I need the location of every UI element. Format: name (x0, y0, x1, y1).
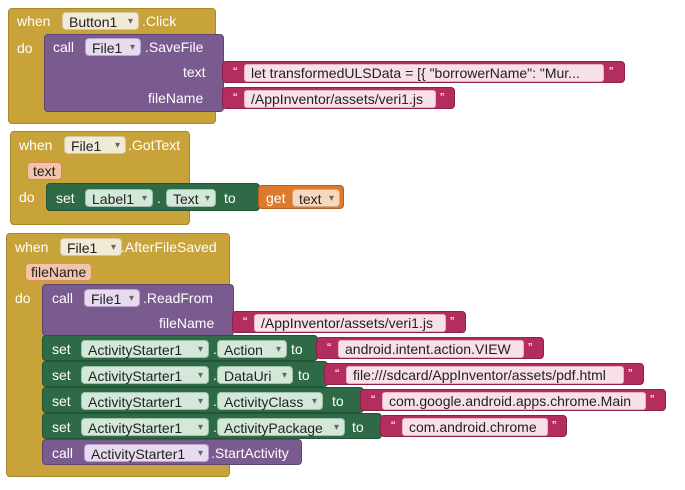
text-value-field[interactable]: android.intent.action.VIEW (338, 340, 524, 358)
get-keyword: get (266, 190, 286, 206)
dot: . (213, 341, 217, 357)
param-text[interactable]: text (27, 162, 62, 180)
text-block-savefile-filename[interactable]: “ /AppInventor/assets/veri1.js ” (222, 87, 455, 109)
text-block-datauri-value[interactable]: “ file:///sdcard/AppInventor/assets/pdf.… (324, 363, 644, 385)
text-block-activitypackage-value[interactable]: “ com.android.chrome ” (380, 415, 567, 437)
method-name: .SaveFile (145, 39, 204, 55)
call-keyword: call (53, 39, 75, 55)
do-keyword: do (15, 290, 31, 306)
set-block-activitystarter1-datauri[interactable]: set ActivityStarter1 . DataUri to (42, 361, 328, 387)
quote-open: “ (233, 64, 238, 79)
quote-open: “ (335, 366, 340, 381)
component-dropdown-button1[interactable]: Button1 (62, 12, 139, 31)
event-name: .Click (142, 13, 177, 29)
component-dropdown-activitystarter1[interactable]: ActivityStarter1 (81, 418, 209, 437)
set-block-activitystarter1-activityclass[interactable]: set ActivityStarter1 . ActivityClass to (42, 387, 364, 413)
call-block-file1-readfrom[interactable]: call File1 .ReadFrom fileName (42, 284, 234, 336)
method-name: .ReadFrom (143, 290, 214, 306)
text-value-field[interactable]: file:///sdcard/AppInventor/assets/pdf.ht… (346, 366, 624, 384)
text-value-field[interactable]: /AppInventor/assets/veri1.js (254, 314, 446, 332)
property-dropdown-activityclass[interactable]: ActivityClass (217, 392, 323, 411)
call-keyword: call (52, 290, 74, 306)
event-name: .GotText (128, 137, 181, 153)
arg-label-filename: fileName (159, 315, 215, 331)
property-dropdown-action[interactable]: Action (217, 340, 287, 359)
text-block-readfrom-filename[interactable]: “ /AppInventor/assets/veri1.js ” (232, 311, 466, 333)
component-dropdown-activitystarter1[interactable]: ActivityStarter1 (81, 340, 209, 359)
dot: . (157, 190, 161, 206)
arg-label-text: text (183, 64, 206, 80)
do-keyword: do (19, 189, 35, 205)
when-keyword: when (15, 239, 49, 255)
quote-open: “ (233, 90, 238, 105)
dot: . (213, 367, 217, 383)
text-block-action-value[interactable]: “ android.intent.action.VIEW ” (316, 337, 544, 359)
quote-close: ” (650, 392, 655, 407)
text-block-activityclass-value[interactable]: “ com.google.android.apps.chrome.Main ” (360, 389, 666, 411)
set-keyword: set (56, 190, 75, 206)
do-keyword: do (17, 40, 33, 56)
arg-label-filename: fileName (148, 90, 204, 106)
quote-open: “ (371, 392, 376, 407)
component-dropdown-activitystarter1[interactable]: ActivityStarter1 (81, 366, 209, 385)
component-dropdown-file1[interactable]: File1 (84, 289, 140, 308)
when-keyword: when (17, 13, 51, 29)
component-dropdown-label1[interactable]: Label1 (85, 189, 153, 208)
set-keyword: set (52, 419, 71, 435)
component-dropdown-file1[interactable]: File1 (60, 238, 122, 257)
component-dropdown-activitystarter1[interactable]: ActivityStarter1 (81, 392, 209, 411)
property-dropdown-activitypackage[interactable]: ActivityPackage (217, 418, 345, 437)
component-dropdown-file1[interactable]: File1 (85, 38, 141, 57)
text-value-field[interactable]: let transformedULSData = [{ "borrowerNam… (244, 64, 604, 82)
text-value-field[interactable]: com.google.android.apps.chrome.Main (382, 392, 646, 410)
quote-close: ” (609, 64, 614, 79)
text-value-field[interactable]: /AppInventor/assets/veri1.js (244, 90, 436, 108)
get-block-text[interactable]: get text (258, 185, 344, 209)
property-dropdown-text[interactable]: Text (166, 189, 216, 208)
to-keyword: to (332, 393, 344, 409)
to-keyword: to (224, 190, 236, 206)
component-dropdown-activitystarter1[interactable]: ActivityStarter1 (84, 444, 209, 463)
to-keyword: to (291, 341, 303, 357)
quote-close: ” (628, 366, 633, 381)
when-keyword: when (19, 137, 53, 153)
to-keyword: to (352, 419, 364, 435)
call-block-file1-savefile[interactable]: call File1 .SaveFile text fileName (44, 34, 224, 112)
text-value-field[interactable]: com.android.chrome (402, 418, 548, 436)
property-dropdown-datauri[interactable]: DataUri (217, 366, 293, 385)
quote-open: “ (243, 314, 248, 329)
to-keyword: to (298, 367, 310, 383)
set-block-activitystarter1-activitypackage[interactable]: set ActivityStarter1 . ActivityPackage t… (42, 413, 382, 439)
quote-open: “ (327, 340, 332, 355)
set-keyword: set (52, 341, 71, 357)
quote-close: ” (552, 418, 557, 433)
quote-close: ” (528, 340, 533, 355)
dot: . (213, 393, 217, 409)
set-block-activitystarter1-action[interactable]: set ActivityStarter1 . Action to (42, 335, 318, 361)
param-filename[interactable]: fileName (25, 263, 93, 281)
set-keyword: set (52, 393, 71, 409)
method-name: .StartActivity (211, 445, 289, 461)
call-keyword: call (52, 445, 74, 461)
quote-open: “ (391, 418, 396, 433)
quote-close: ” (440, 90, 445, 105)
event-name: .AfterFileSaved (121, 239, 217, 255)
dot: . (213, 419, 217, 435)
quote-close: ” (450, 314, 455, 329)
component-dropdown-file1[interactable]: File1 (64, 136, 126, 155)
set-block-label1-text[interactable]: set Label1 . Text to (46, 183, 260, 211)
variable-dropdown-text[interactable]: text (292, 189, 340, 208)
set-keyword: set (52, 367, 71, 383)
text-block-savefile-text[interactable]: “ let transformedULSData = [{ "borrowerN… (222, 61, 625, 83)
call-block-activitystarter1-startactivity[interactable]: call ActivityStarter1 .StartActivity (42, 439, 302, 465)
